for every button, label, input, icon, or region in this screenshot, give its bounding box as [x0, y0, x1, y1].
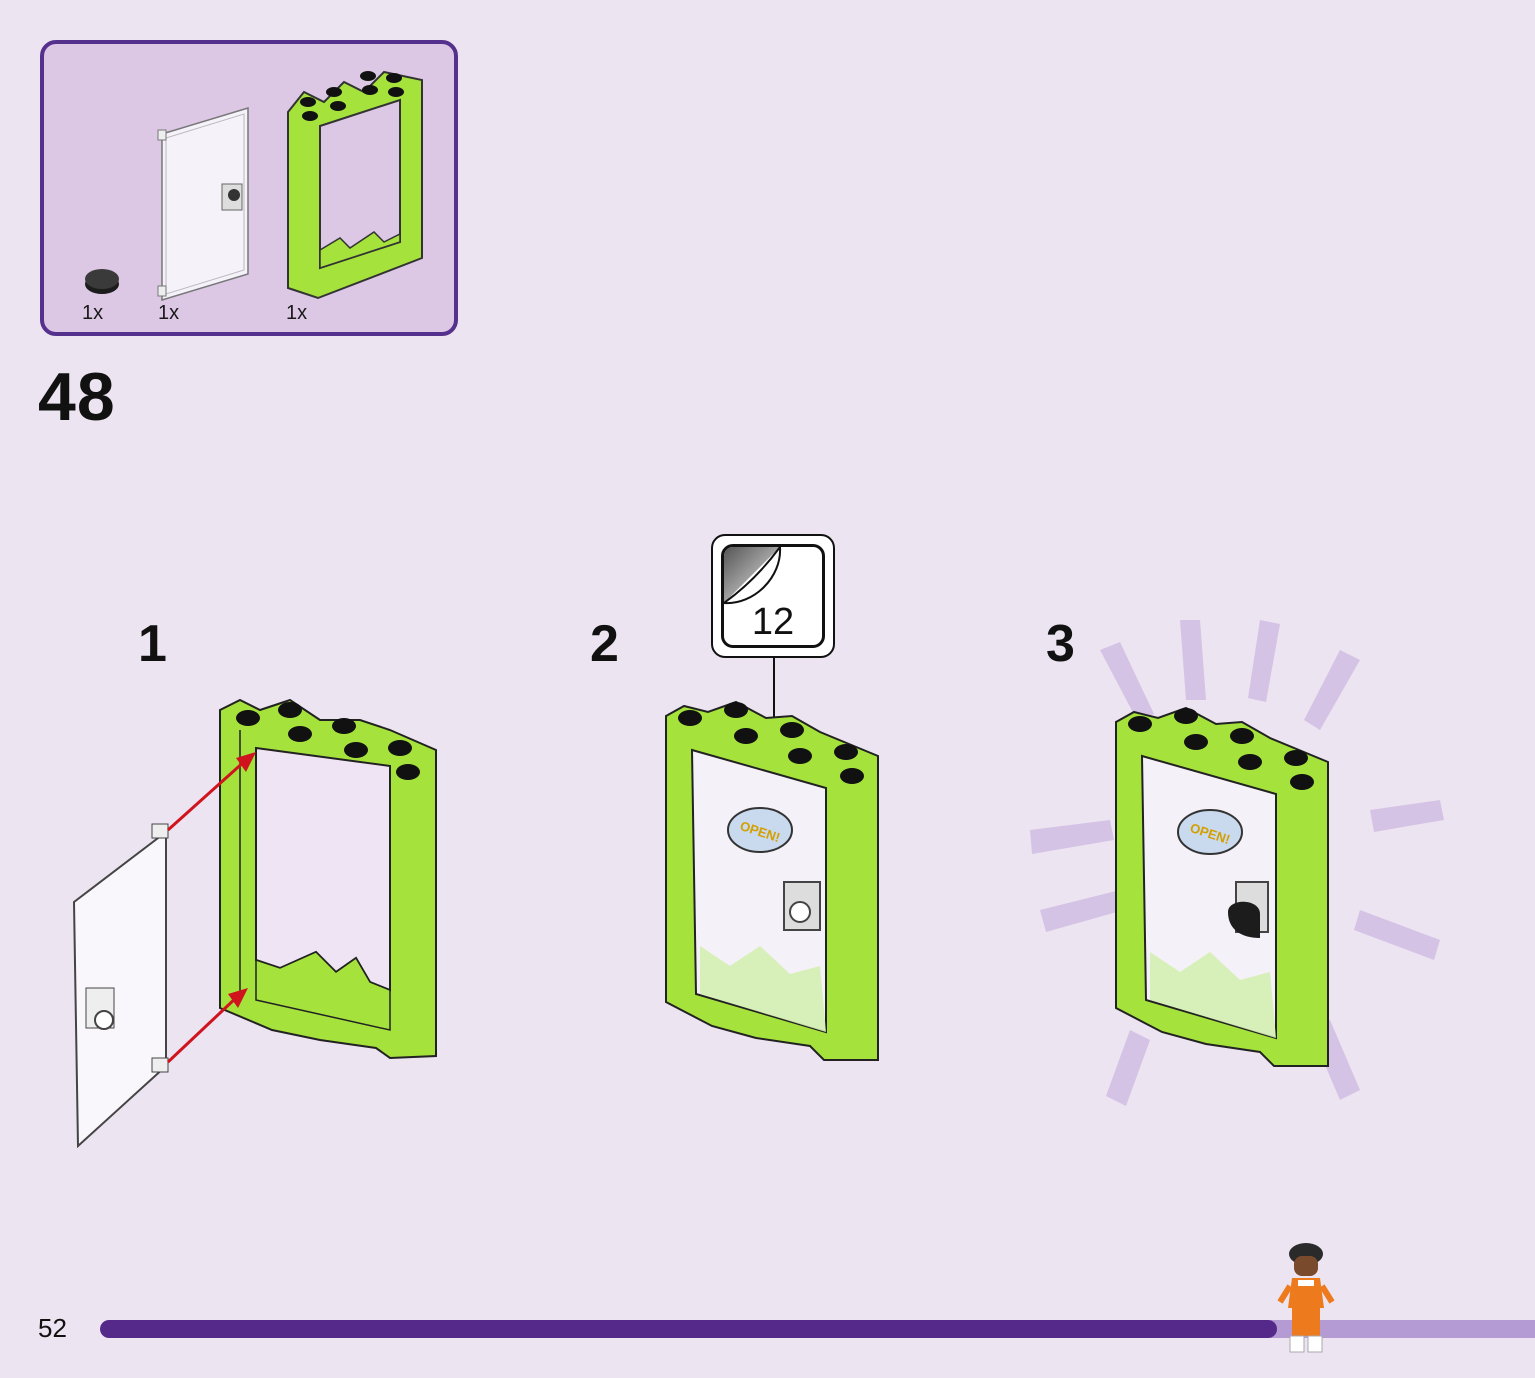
sticker-callout: 12	[711, 534, 835, 658]
page-number: 52	[38, 1313, 67, 1343]
sub-step-2-illustration: OPEN!	[665, 700, 879, 1061]
door-frame-part-icon	[287, 70, 423, 300]
sticker-number: 12	[751, 601, 795, 643]
sticker-peel-icon	[724, 547, 782, 605]
round-tile-part-icon	[85, 269, 119, 294]
minifigure-icon	[1277, 1243, 1335, 1353]
progress-bar	[100, 1320, 1535, 1338]
sub-step-1-illustration	[60, 698, 440, 1150]
part-count-door: 1x	[158, 302, 180, 324]
progress-bar-fill	[100, 1320, 1277, 1338]
sub-step-3-illustration: OPEN!	[1030, 620, 1444, 1106]
sub-step-3-label: 3	[1046, 615, 1075, 673]
parts-list-box: 1x 1x 1x	[40, 40, 458, 336]
door-panel-part-icon	[157, 106, 249, 302]
step-number: 48	[38, 359, 116, 435]
part-count-frame: 1x	[286, 302, 308, 324]
sticker-icon: 12	[721, 544, 825, 648]
part-count-tile: 1x	[82, 302, 104, 324]
sub-step-1-label: 1	[138, 615, 167, 673]
sub-step-2-label: 2	[590, 615, 619, 673]
